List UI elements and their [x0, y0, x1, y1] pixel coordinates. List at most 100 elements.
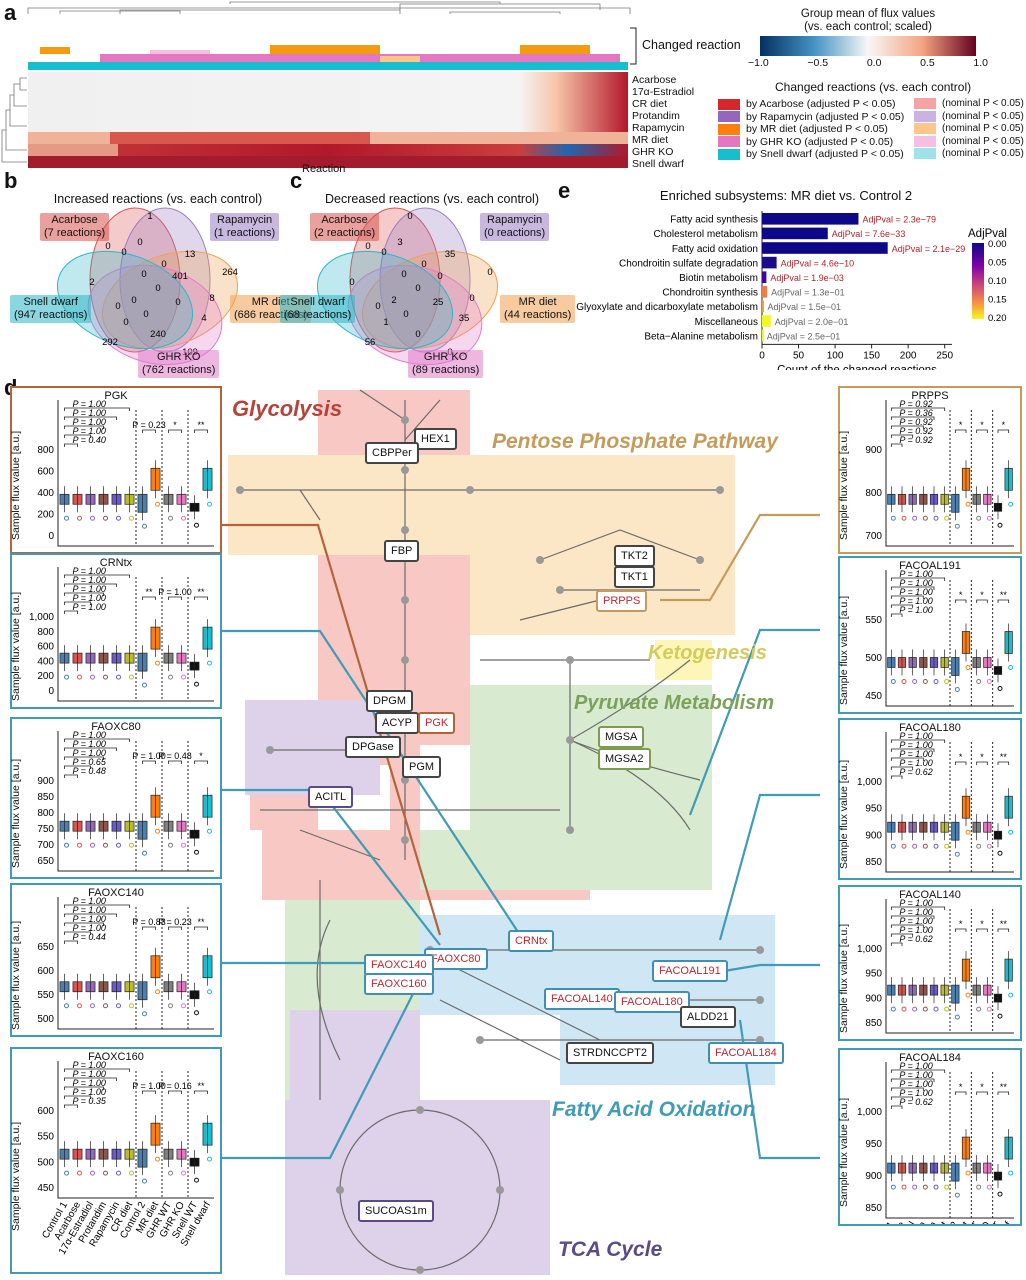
outlier-point	[944, 843, 950, 849]
venn-count: 0	[381, 247, 386, 258]
y-tick-label: 0	[48, 531, 54, 542]
tca-region	[285, 1100, 550, 1275]
venn-count: 2	[89, 277, 94, 288]
p-bracket	[64, 913, 117, 917]
venn-count: 3	[397, 237, 402, 248]
y-tick-label: 700	[865, 531, 882, 542]
outlier-point	[912, 1006, 918, 1012]
p-value-label: P = 1.00	[73, 896, 106, 906]
reaction-mgsa2[interactable]: MGSA2	[598, 748, 651, 770]
p-value-label: P = 1.00	[899, 578, 932, 588]
p-value-label: P = 1.00	[132, 1081, 166, 1091]
category-label: Glyoxylate and dicarboxylate metabolism	[576, 302, 758, 313]
p-bracket	[168, 926, 182, 930]
boxplot-title: FAOXC160	[88, 1051, 144, 1063]
outlier-point	[77, 1003, 82, 1009]
reaction-sucoas1m[interactable]: SUCOAS1m	[358, 1200, 434, 1222]
p-value-label: P = 0.62	[899, 934, 932, 944]
outlier-point	[168, 842, 173, 848]
group-label: Control 1	[867, 1220, 897, 1224]
venn-set-name: GHR KO	[156, 351, 201, 363]
p-bracket	[997, 599, 1010, 603]
outlier-point	[997, 850, 1003, 856]
reaction-pgk[interactable]: PGK	[418, 712, 456, 734]
reaction-tkt2[interactable]: TKT2	[614, 545, 655, 567]
p-value-label: P = 1.00	[73, 1069, 106, 1079]
reaction-acyp[interactable]: ACYP	[375, 712, 419, 734]
panel-e-letter: e	[558, 178, 571, 203]
p-bracket	[890, 1087, 924, 1091]
p-value-label: P = 1.00	[899, 569, 932, 579]
reaction-facoal191[interactable]: FACOAL191	[652, 960, 728, 982]
outlier-point	[103, 842, 108, 848]
outlier-point	[933, 1006, 939, 1012]
y-tick-label: 900	[865, 993, 882, 1004]
reaction-dpgase[interactable]: DPGase	[345, 736, 401, 758]
reaction-facoal140[interactable]: FACOAL140	[544, 988, 620, 1010]
venn-count: 264	[222, 267, 238, 278]
reaction-strdnccpt2[interactable]: STRDNCCPT2	[566, 1042, 654, 1064]
reaction-tkt1[interactable]: TKT1	[614, 566, 655, 588]
outlier-point	[181, 674, 186, 680]
p-bracket	[997, 429, 1010, 433]
p-value-label: P = 0.23	[158, 917, 192, 927]
p-bracket	[890, 906, 946, 910]
venn-set-label: MR diet(44 reactions)	[500, 295, 576, 323]
legend-label: (nominal P < 0.05)	[942, 98, 1024, 109]
p-value-label: P = 1.00	[899, 587, 932, 597]
reaction-acitl[interactable]: ACITL	[308, 786, 354, 808]
p-value-label: *	[980, 919, 984, 929]
reaction-crntx[interactable]: CRNtx	[508, 930, 555, 952]
p-value-label: *	[959, 752, 963, 762]
reaction-prpps[interactable]: PRPPS	[596, 590, 648, 612]
outlier-point	[890, 1006, 896, 1012]
p-value-label: *	[980, 420, 984, 430]
reaction-fbp[interactable]: FBP	[384, 540, 420, 562]
outlier-point	[129, 515, 134, 521]
p-value-label: P = 1.00	[73, 566, 106, 576]
reaction-facoal180[interactable]: FACOAL180	[614, 991, 690, 1013]
p-value-label: **	[197, 420, 205, 430]
bar-label: AdjPval = 2.5e−01	[767, 331, 841, 341]
p-bracket	[64, 1104, 78, 1108]
outlier-point	[976, 1184, 982, 1190]
p-bracket	[890, 748, 935, 752]
reaction-cbpper[interactable]: CBPPer	[365, 442, 419, 464]
reaction-mgsa[interactable]: MGSA	[598, 726, 645, 748]
bar	[762, 213, 859, 225]
p-bracket	[64, 574, 130, 578]
venn-set-count: (0 reactions)	[484, 227, 546, 239]
reaction-dpgm[interactable]: DPGM	[366, 690, 413, 712]
x-tick-label: 0	[759, 350, 765, 361]
legend-item: (nominal P < 0.05)	[914, 123, 1024, 134]
venn-set-name: Rapamycin	[217, 214, 273, 226]
outlier-point	[997, 685, 1003, 691]
heatmap-row-labels: Acarbose 17α-Estradiol CR diet Protandim…	[632, 74, 694, 170]
reaction-faoxc160[interactable]: FAOXC160	[364, 973, 434, 995]
y-tick-label: 800	[37, 627, 54, 638]
reaction-hex1[interactable]: HEX1	[414, 428, 457, 450]
p-bracket	[890, 739, 946, 743]
venn-set-label: Rapamycin(1 reactions)	[210, 213, 280, 241]
y-tick-label: 1,000	[857, 944, 882, 955]
p-bracket	[168, 1090, 182, 1094]
p-bracket	[64, 434, 91, 438]
venn-set-acarbose	[349, 207, 441, 353]
reaction-pgm[interactable]: PGM	[402, 756, 442, 778]
p-value-label: P = 1.00	[73, 730, 106, 740]
reaction-aldd21[interactable]: ALDD21	[680, 1006, 736, 1028]
y-tick-label: 1,000	[857, 777, 882, 788]
row-label: MR diet	[632, 134, 669, 146]
p-bracket	[890, 595, 924, 599]
outlier-point	[986, 678, 992, 684]
outlier-point	[168, 1170, 173, 1176]
reaction-facoal184[interactable]: FACOAL184	[708, 1042, 784, 1064]
venn-set-snell-dwarf	[56, 250, 194, 350]
p-bracket	[890, 577, 946, 581]
p-value-label: **	[145, 587, 153, 597]
outlier-point	[207, 501, 212, 507]
outlier-point	[922, 678, 928, 684]
outlier-point	[901, 843, 907, 849]
